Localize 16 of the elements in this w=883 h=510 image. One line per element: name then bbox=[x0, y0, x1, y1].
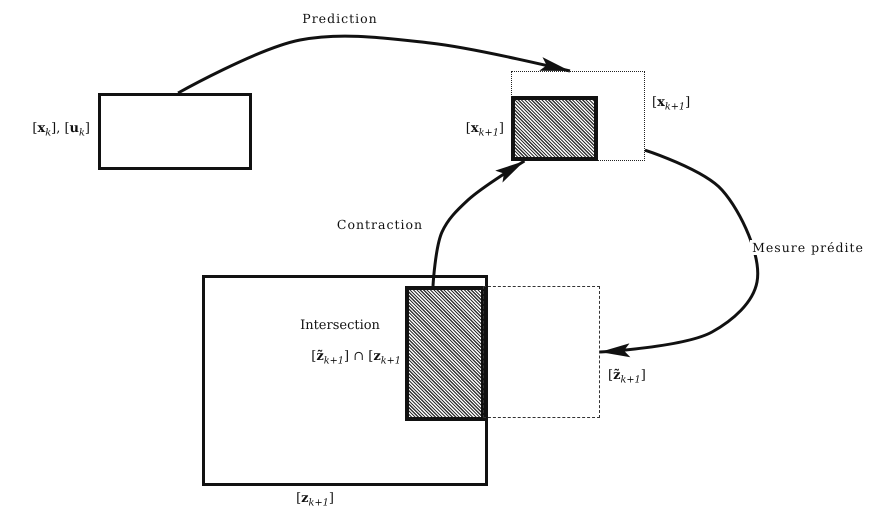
arrow bbox=[600, 148, 760, 358]
annotation-text: Intersection bbox=[300, 318, 380, 334]
contracted-box bbox=[510, 96, 598, 161]
measurement-box bbox=[202, 275, 488, 486]
set-label: [z̃$_{k+1}$] bbox=[608, 368, 646, 386]
state-box bbox=[98, 93, 252, 170]
set-label: [x$_{k+1}$] bbox=[466, 120, 504, 140]
arrow bbox=[432, 160, 526, 286]
intersection-box bbox=[405, 286, 485, 421]
set-label: [x$_{k}$], [u$_{k}$] bbox=[32, 120, 90, 140]
predicted-box bbox=[511, 71, 645, 161]
predicted-measurement-box bbox=[483, 286, 600, 418]
arrow bbox=[177, 34, 570, 94]
set-label: [z$_{k+1}$] bbox=[296, 490, 334, 510]
set-label: [z̃$_{k+1}$] ∩ [z$_{k+1}$ bbox=[311, 348, 401, 368]
set-label: [x$_{k+1}$] bbox=[652, 94, 690, 114]
